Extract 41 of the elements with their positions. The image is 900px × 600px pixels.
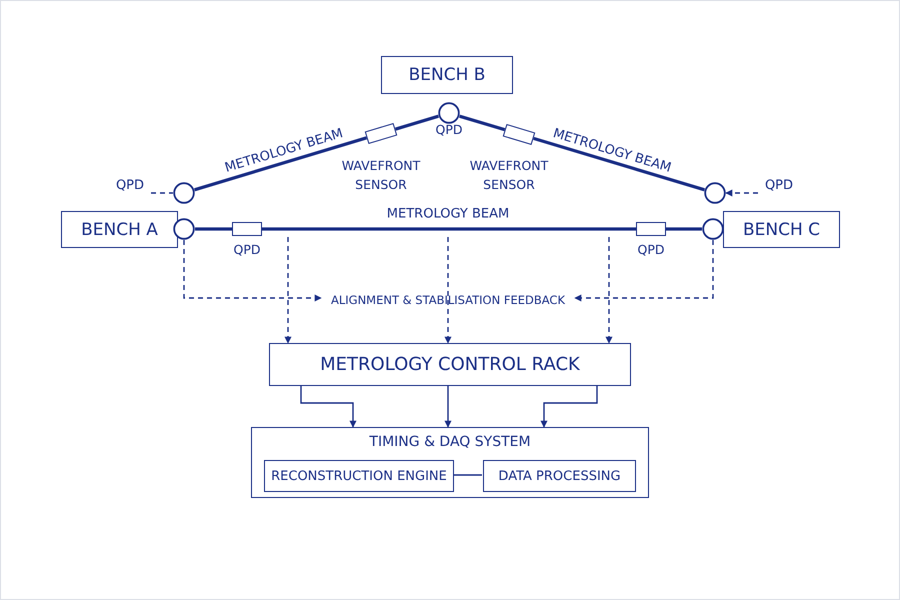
arrow [725,190,758,196]
beam-line [262,227,636,231]
arrow [574,240,714,302]
beam-line [533,136,705,192]
feedback-label: ALIGNMENT & STABILISATION FEEDBACK [321,290,575,310]
mirror-circle [704,182,726,204]
arrow [444,237,452,344]
sensor-label: WAVEFRONT SENSOR [468,157,550,194]
arrow [606,237,612,344]
daq-system-box [251,427,649,498]
detector-label: QPD [758,175,800,195]
bench-box: BENCH B [381,56,513,94]
beam-line [394,114,439,131]
edge-label: METROLOGY BEAM [386,206,510,222]
beam-line [195,227,232,231]
group-title: TIMING & DAQ SYSTEM [369,434,531,450]
leader-line [151,192,173,194]
detector-box [232,222,262,236]
detector-box [636,222,666,236]
mirror-circle [702,218,724,240]
process-box: RECONSTRUCTION ENGINE [264,460,454,492]
mirror-circle [173,182,195,204]
process-box: DATA PROCESSING [483,460,636,492]
arrow [183,240,322,302]
detector-circle [438,102,460,124]
bench-box: BENCH C [723,211,840,248]
beam-line [459,114,506,132]
arrow [300,386,356,428]
bench-box: BENCH A [61,211,178,248]
beam-line [194,136,368,192]
mirror-circle [173,218,195,240]
arrow [284,237,292,344]
detector-label: QPD [434,121,464,139]
detector-label: QPD [636,241,666,259]
detector-label: QPD [232,241,262,259]
control-rack-box: METROLOGY CONTROL RACK [269,343,631,386]
arrow [444,386,452,428]
beam-line [666,227,702,231]
arrow [540,386,598,428]
detector-label: QPD [109,175,151,195]
sensor-label: WAVEFRONT SENSOR [340,157,422,194]
